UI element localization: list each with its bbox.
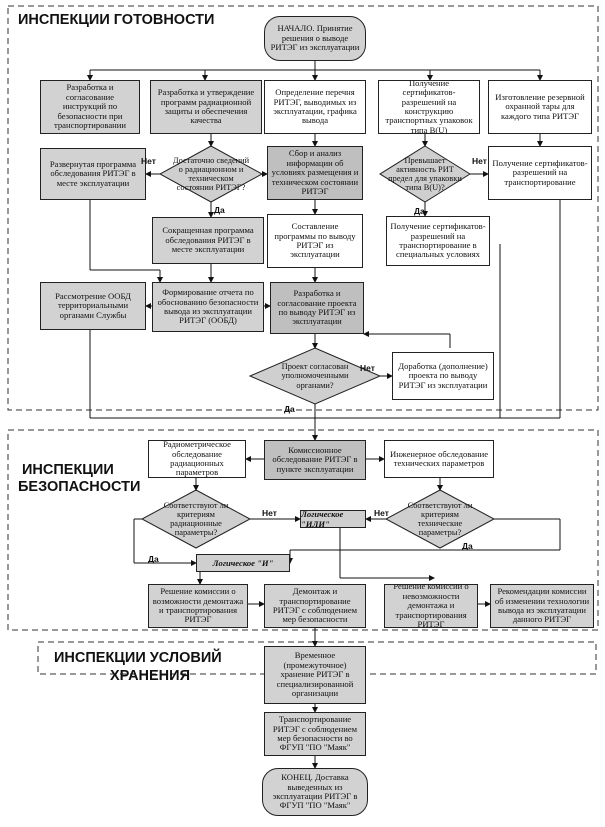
section-safety-title-1: ИНСПЕКЦИИ [22,462,114,478]
package-certificates-box: Получение сертификатов-разрешений на кон… [378,80,480,134]
storage-section-frame [37,641,597,675]
start-node: НАЧАЛО. Принятие решения о выводе РИТЭГ … [264,16,366,61]
extended-program-box: Развернутая программа обследования РИТЭГ… [40,148,146,200]
decommission-program-box: Составление программы по выводу РИТЭГ из… [267,214,363,268]
decision-activity-text: Превышает активность РИТ предел для упак… [388,155,462,193]
logical-and-box: Логическое "И" [196,554,290,572]
temporary-storage-box: Временное (промежуточное) хранение РИТЭГ… [264,646,366,704]
project-revision-box: Доработка (дополнение) проекта по выводу… [392,352,494,400]
commission-survey-box: Комиссионное обследование РИТЭГ в пункте… [264,440,366,480]
technical-yes-label: Да [462,541,473,551]
info-yes-label: Да [214,205,225,215]
project-yes-label: Да [284,404,295,414]
report-review-box: Рассмотрение ООБД территориальными орган… [40,282,146,330]
dismantle-transport-box: Демонтаж и транспортирование РИТЭГ с соб… [264,584,366,628]
engineering-survey-box: Инженерное обследование технических пара… [384,440,494,478]
radiometric-survey-box: Радиометрическое обследование радиационн… [148,440,246,478]
radiation-yes-label: Да [148,554,159,564]
decision-technical-text: Соответствуют ли критериям технические п… [407,500,473,538]
section-storage-title-1: ИНСПЕКЦИИ УСЛОВИЙ [54,650,222,666]
activity-yes-label: Да [414,206,425,216]
project-development-box: Разработка и согласование проекта по выв… [270,282,364,334]
transport-mayak-box: Транспортирование РИТЭГ с соблюдением ме… [264,712,366,756]
decision-radiation-text: Соответствуют ли критериям радиационные … [163,500,229,538]
safety-section-frame [7,429,599,631]
radiation-programs-box: Разработка и утверждение программ радиац… [150,80,262,134]
commission-recommendations-box: Рекомендации комиссии об изменении техно… [490,584,594,628]
section-storage-title-2: ХРАНЕНИЯ [110,668,190,684]
technical-no-label: Нет [374,508,389,518]
info-no-label: Нет [141,156,156,166]
short-program-box: Сокращенная программа обследования РИТЭГ… [152,217,264,264]
collect-info-box: Сбор и анализ информации об условиях раз… [267,146,363,200]
activity-no-label: Нет [472,156,487,166]
radiation-no-label: Нет [262,508,277,518]
section-readiness-title: ИНСПЕКЦИИ ГОТОВНОСТИ [18,12,215,28]
decision-impossible-box: Решение комиссии о невозможности демонта… [384,584,478,628]
decision-project-text: Проект согласован уполномоченными органа… [281,362,349,390]
readiness-section-frame [7,5,599,411]
safety-instructions-box: Разработка и согласование инструкций по … [40,80,140,134]
end-node: КОНЕЦ. Доставка выведенных из эксплуатац… [262,768,368,816]
decision-possible-box: Решение комиссии о возможности демонтажа… [148,584,248,628]
transport-certificates-box: Получение сертификатов-разрешений на тра… [488,146,592,200]
special-certificates-box: Получение сертификатов-разрешений на тра… [386,216,490,266]
rtg-list-box: Определение перечня РИТЭГ, выводимых из … [264,80,366,134]
section-safety-title-2: БЕЗОПАСНОСТИ [18,479,141,495]
project-no-label: Нет [360,363,375,373]
reserve-container-box: Изготовление резервной охранной тары для… [488,80,592,134]
decision-info-text: Достаточно сведений о радиационном и тех… [172,155,250,193]
safety-report-box: Формирование отчета по обоснованию безоп… [152,282,264,332]
decision-technical-diamond [384,489,496,549]
logical-or-box: Логическое "ИЛИ" [300,509,366,529]
decision-radiation-diamond [140,489,252,549]
